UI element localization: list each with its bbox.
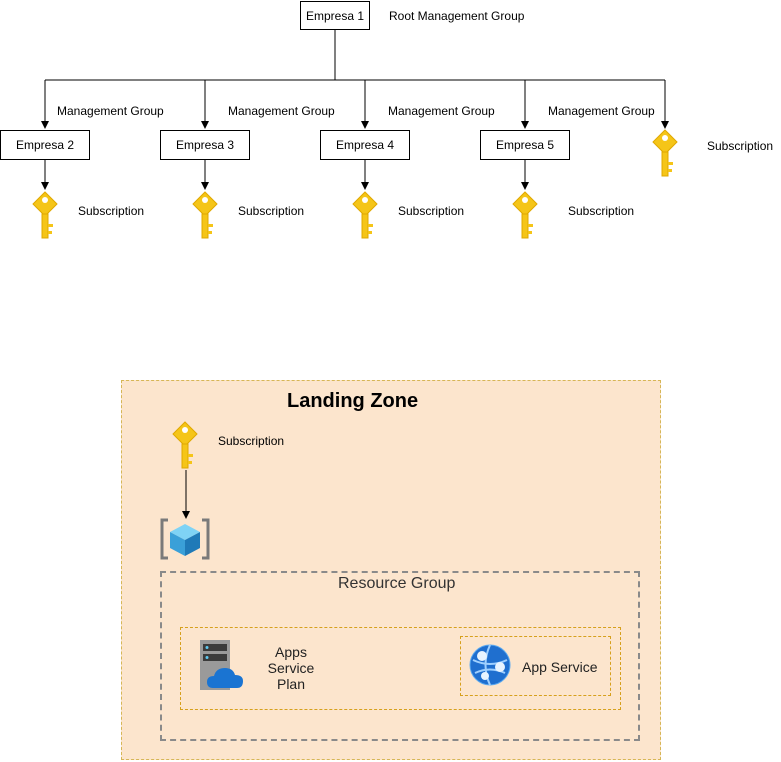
key-icon <box>349 190 381 242</box>
subscription-label: Subscription <box>568 204 635 218</box>
landing-subscription-label: Subscription <box>218 434 285 448</box>
resource-group-container <box>160 571 640 741</box>
group-name: Empresa 2 <box>15 138 75 152</box>
app-service-icon <box>469 644 511 686</box>
key-icon <box>189 190 221 242</box>
app-service-plan-icon <box>200 640 243 690</box>
management-group-label: Management Group <box>57 104 164 118</box>
subscription-label: Subscription <box>707 139 774 153</box>
group-name: Empresa 4 <box>335 138 395 152</box>
management-group-label: Management Group <box>228 104 335 118</box>
resources-container <box>180 627 621 710</box>
subscription-label: Subscription <box>78 204 145 218</box>
app-service-plan-label: Apps Service Plan <box>267 644 315 692</box>
resource-group-title: Resource Group <box>338 575 456 592</box>
app-service-container <box>460 636 611 696</box>
landing-zone-title: Landing Zone <box>287 390 419 412</box>
root-group-name: Empresa 1 <box>305 8 365 23</box>
group-box: Empresa 2 <box>0 130 90 160</box>
subscription-label: Subscription <box>398 204 465 218</box>
group-box: Empresa 5 <box>480 130 570 160</box>
resource-group-cube-icon <box>160 518 210 560</box>
key-icon <box>29 190 61 242</box>
management-group-label: Management Group <box>388 104 495 118</box>
landing-zone-container <box>121 380 661 760</box>
key-icon <box>509 190 541 242</box>
group-name: Empresa 3 <box>175 138 235 152</box>
subscription-label: Subscription <box>238 204 305 218</box>
key-icon <box>649 128 681 180</box>
group-box: Empresa 3 <box>160 130 250 160</box>
root-group-label: Root Management Group <box>389 9 525 23</box>
root-group-box: Empresa 1 <box>300 1 370 30</box>
subscription-arrow <box>182 470 190 519</box>
group-box: Empresa 4 <box>320 130 410 160</box>
key-icon <box>169 420 201 472</box>
app-service-label: App Service <box>522 659 598 675</box>
management-group-label: Management Group <box>548 104 655 118</box>
group-name: Empresa 5 <box>495 138 555 152</box>
